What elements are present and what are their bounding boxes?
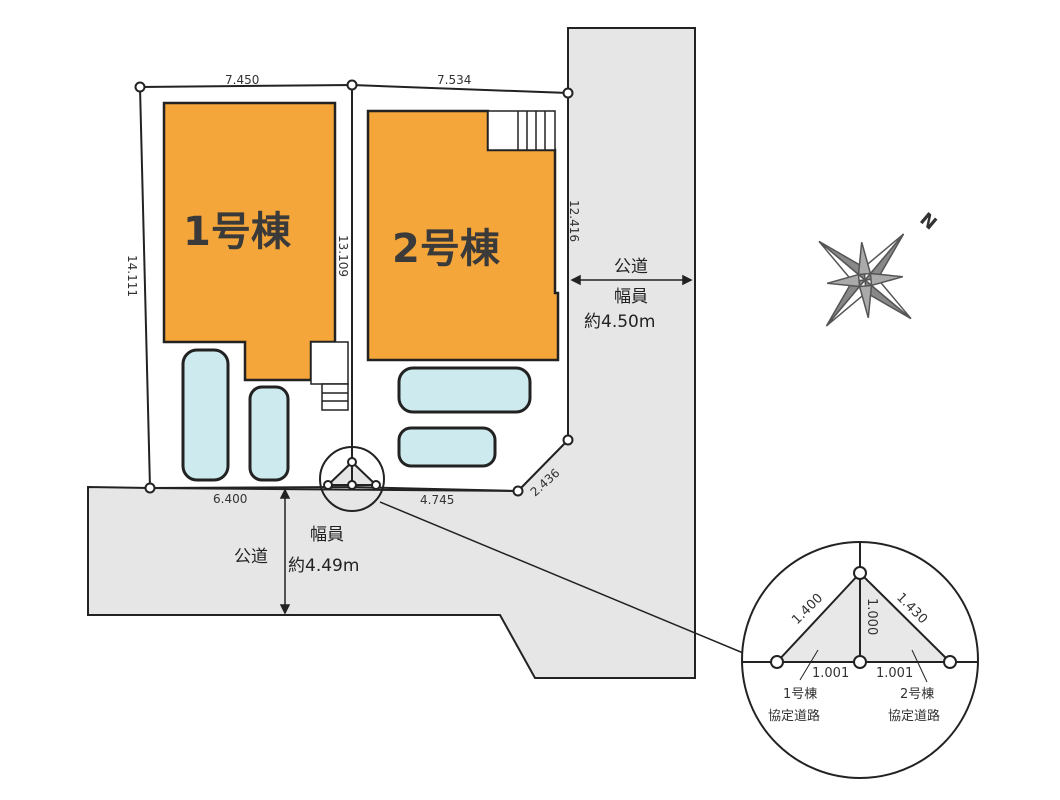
dim-lot1-front: 6.400	[213, 492, 247, 506]
building-1-entrance	[310, 341, 349, 385]
dim-lot1-top: 7.450	[225, 73, 259, 87]
cars	[181, 348, 532, 482]
building-1-steps	[321, 383, 349, 411]
dim-lot2-top: 7.534	[437, 73, 471, 87]
detail-right-label-2: 協定道路	[888, 708, 940, 724]
east-road-label: 公道	[614, 257, 648, 277]
shared-road-detail: 1.400 1.430 1.000 1.001 1.001 1号棟 協定道路 2…	[741, 541, 979, 779]
dim-lot1-left: 14.111	[125, 255, 139, 297]
compass-rose-icon	[818, 233, 912, 327]
boundary-points	[134, 79, 574, 497]
building-1-label: 1号棟	[183, 209, 292, 255]
car	[181, 348, 230, 482]
detail-right-base: 1.001	[876, 666, 913, 681]
detail-right-label-1: 2号棟	[900, 687, 934, 702]
south-road-label: 公道	[234, 547, 268, 567]
detail-left-label-1: 1号棟	[783, 687, 817, 702]
dim-lot2-right: 12.416	[567, 200, 581, 242]
shared-road-marker	[319, 446, 749, 656]
dim-lot-middle: 13.109	[336, 235, 350, 277]
dim-lot2-front: 4.745	[420, 493, 454, 507]
south-road-width-arrow	[279, 488, 291, 615]
building-2-label: 2号棟	[392, 226, 501, 272]
south-road-width-label: 幅員	[310, 525, 344, 545]
detail-center: 1.000	[864, 598, 879, 635]
detail-left-label-2: 協定道路	[768, 708, 820, 724]
building-2-steps	[487, 110, 556, 151]
car	[397, 426, 497, 468]
east-road-width: 約4.50m	[584, 312, 655, 332]
car	[248, 385, 290, 482]
east-road-width-label: 幅員	[614, 287, 648, 307]
car	[397, 366, 532, 414]
south-road-width: 約4.49m	[288, 556, 359, 576]
detail-left-base: 1.001	[812, 666, 849, 681]
compass-north-label: N	[916, 209, 941, 235]
east-road-width-arrow	[570, 274, 693, 286]
